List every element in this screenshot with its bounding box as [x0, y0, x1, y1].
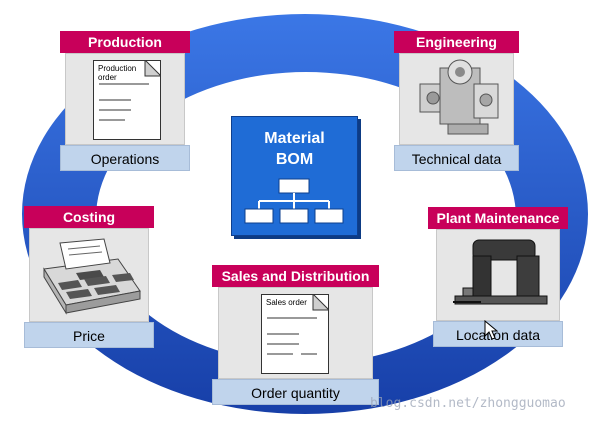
engineering-header: Engineering: [394, 31, 519, 53]
costing-card: Costing Price: [24, 206, 154, 348]
sales-doc-label: Sales order: [266, 298, 307, 307]
calculator-icon: [43, 238, 141, 315]
sales-panel: Sales order: [218, 287, 373, 379]
engineering-card: Engineering Technical data: [394, 31, 519, 171]
production-footer: Operations: [60, 145, 190, 171]
material-bom-block: Material BOM: [231, 116, 358, 236]
mouse-pointer-icon: [484, 320, 498, 340]
center-title-line1: Material: [264, 130, 325, 147]
document-icon: Sales order: [261, 294, 329, 374]
document-icon: Production order: [93, 60, 161, 140]
costing-footer: Price: [24, 322, 154, 348]
sales-card: Sales and Distribution Sales order Order…: [212, 265, 379, 407]
production-header: Production: [60, 31, 190, 53]
production-doc-label: Production order: [98, 64, 137, 82]
costing-header: Costing: [24, 206, 154, 228]
sales-header: Sales and Distribution: [212, 265, 379, 287]
plant-maintenance-card: Plant Maintenance Location data: [428, 207, 568, 349]
engineering-footer: Technical data: [394, 145, 519, 171]
engineering-panel: [399, 53, 514, 145]
sales-footer: Order quantity: [212, 379, 379, 405]
document-fold: [99, 60, 161, 121]
plant-maintenance-panel: [436, 229, 560, 321]
machine-part-icon: [419, 59, 499, 135]
production-panel: Production order: [65, 53, 185, 145]
watermark: blog.csdn.net/zhongguomao: [370, 396, 566, 411]
production-card: Production Production order Operations: [60, 31, 190, 171]
machine-tool-icon: [453, 239, 548, 305]
document-fold: [267, 294, 329, 355]
plant-maintenance-header: Plant Maintenance: [428, 207, 568, 229]
costing-panel: [29, 228, 149, 322]
hierarchy-icon: [244, 178, 344, 224]
plant-maintenance-footer: Location data: [433, 321, 563, 347]
center-title-line2: BOM: [275, 151, 314, 168]
